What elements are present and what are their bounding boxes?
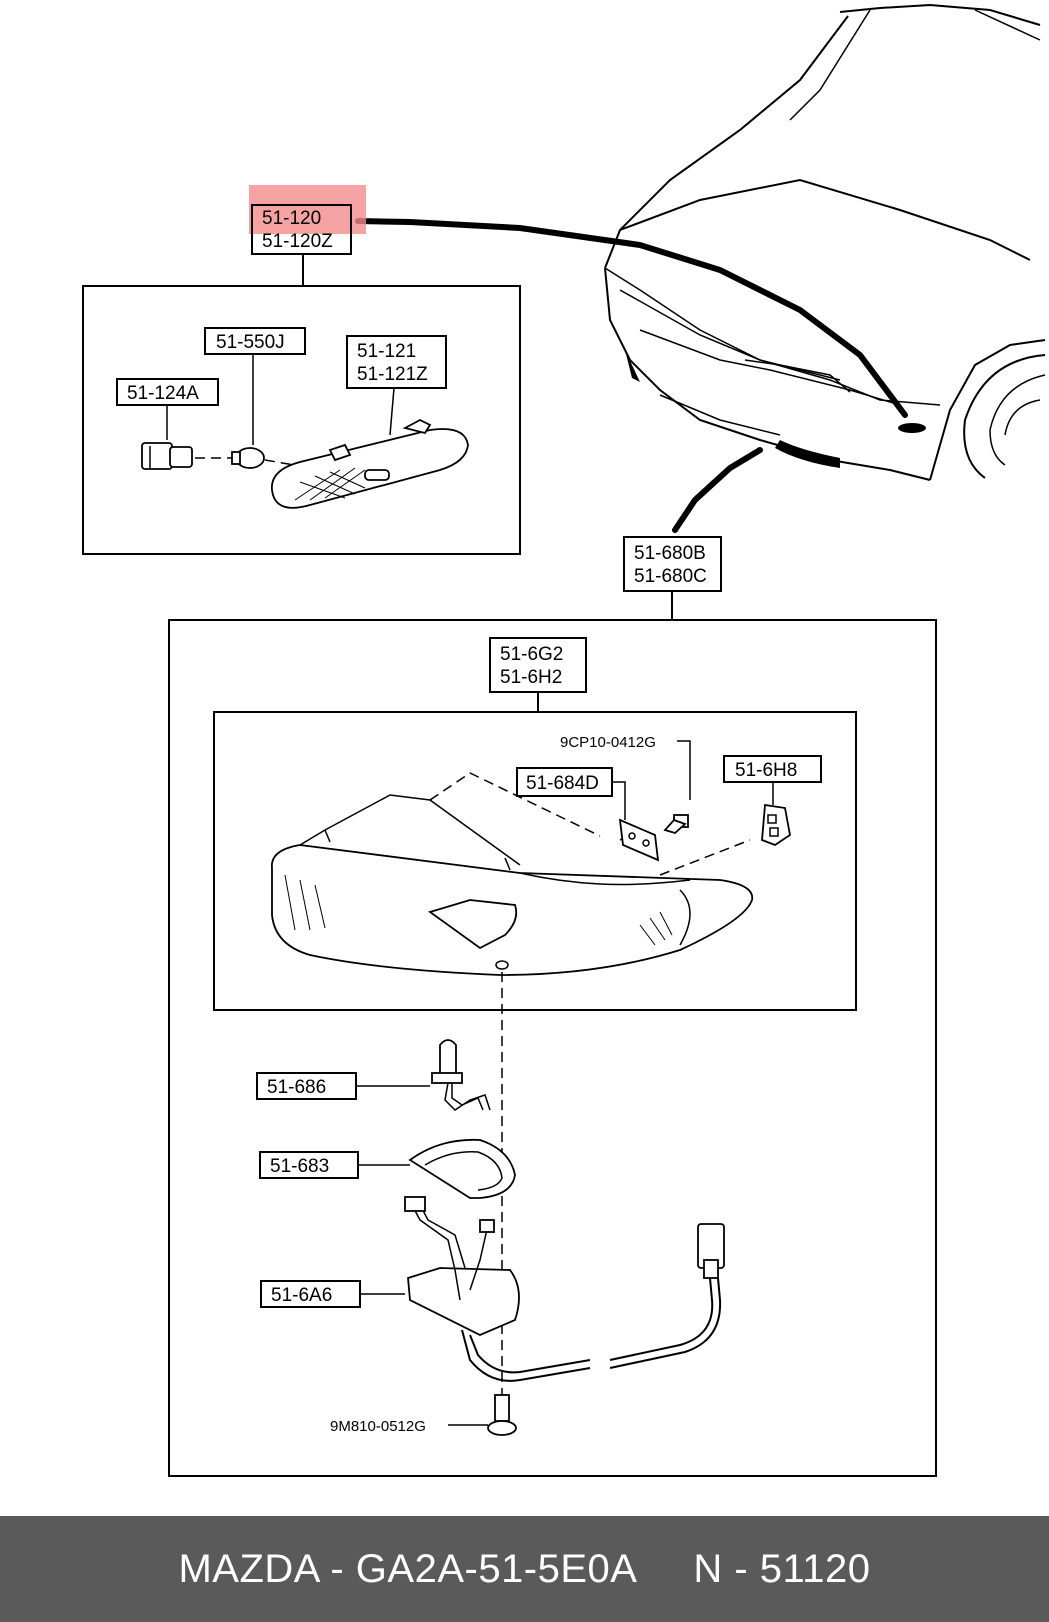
parts-diagram: 51-120 51-120Z 51-550J 51-124A 51-121 51…	[82, 3, 1046, 1477]
label-51-6h8[interactable]: 51-6H8	[735, 760, 797, 781]
label-51-6a6[interactable]: 51-6A6	[271, 1285, 332, 1306]
highlight-51-120	[249, 185, 366, 234]
box-51-124a	[116, 378, 219, 406]
label-9cp10-0412g[interactable]: 9CP10-0412G	[560, 734, 656, 751]
box-51-683	[259, 1151, 359, 1179]
box-51-6a6	[260, 1280, 361, 1308]
side-marker-lens-part	[271, 418, 469, 509]
gasket-part	[408, 1138, 516, 1199]
box-51-686	[256, 1072, 357, 1100]
leader-51-680	[672, 447, 763, 533]
label-51-120z[interactable]: 51-120Z	[262, 231, 333, 252]
halogen-bulb-part	[431, 1039, 491, 1111]
screw-9m810-part	[487, 1394, 517, 1436]
bracket-part	[618, 818, 660, 862]
label-51-6g2[interactable]: 51-6G2	[500, 644, 563, 665]
label-51-121z[interactable]: 51-121Z	[357, 364, 428, 385]
car-outline-illustration	[604, 3, 1046, 481]
label-51-550j[interactable]: 51-550J	[216, 332, 285, 353]
screw-9cp10-part	[663, 814, 689, 835]
fog-lamp-group-frame	[168, 619, 937, 1477]
box-51-550j	[204, 327, 306, 355]
box-51-120	[251, 204, 352, 255]
socket-part	[141, 442, 193, 470]
wedge-bulb-part	[231, 447, 265, 469]
footer-part-number: MAZDA - GA2A-51-5E0A N - 51120	[178, 1546, 871, 1591]
label-51-121[interactable]: 51-121	[357, 341, 416, 362]
footer-bar: MAZDA - GA2A-51-5E0A N - 51120	[0, 1516, 1049, 1622]
label-51-683[interactable]: 51-683	[270, 1156, 329, 1177]
label-51-684d[interactable]: 51-684D	[526, 773, 599, 794]
label-51-120[interactable]: 51-120	[262, 208, 321, 229]
fog-unit-frame	[213, 711, 857, 1011]
box-51-121	[346, 335, 447, 389]
side-marker-group-frame	[82, 285, 521, 555]
box-51-680	[623, 536, 722, 592]
label-51-680c[interactable]: 51-680C	[634, 566, 707, 587]
clip-part	[761, 803, 791, 847]
fog-harness-part	[404, 1196, 725, 1382]
label-51-680b[interactable]: 51-680B	[634, 543, 706, 564]
fog-lamp-housing-part	[271, 794, 754, 976]
box-51-6h8	[723, 755, 822, 783]
label-9m810-0512g[interactable]: 9M810-0512G	[330, 1418, 426, 1435]
leader-51-120	[355, 218, 908, 418]
label-51-686[interactable]: 51-686	[267, 1077, 326, 1098]
label-51-6h2[interactable]: 51-6H2	[500, 667, 562, 688]
label-51-124a[interactable]: 51-124A	[127, 383, 199, 404]
